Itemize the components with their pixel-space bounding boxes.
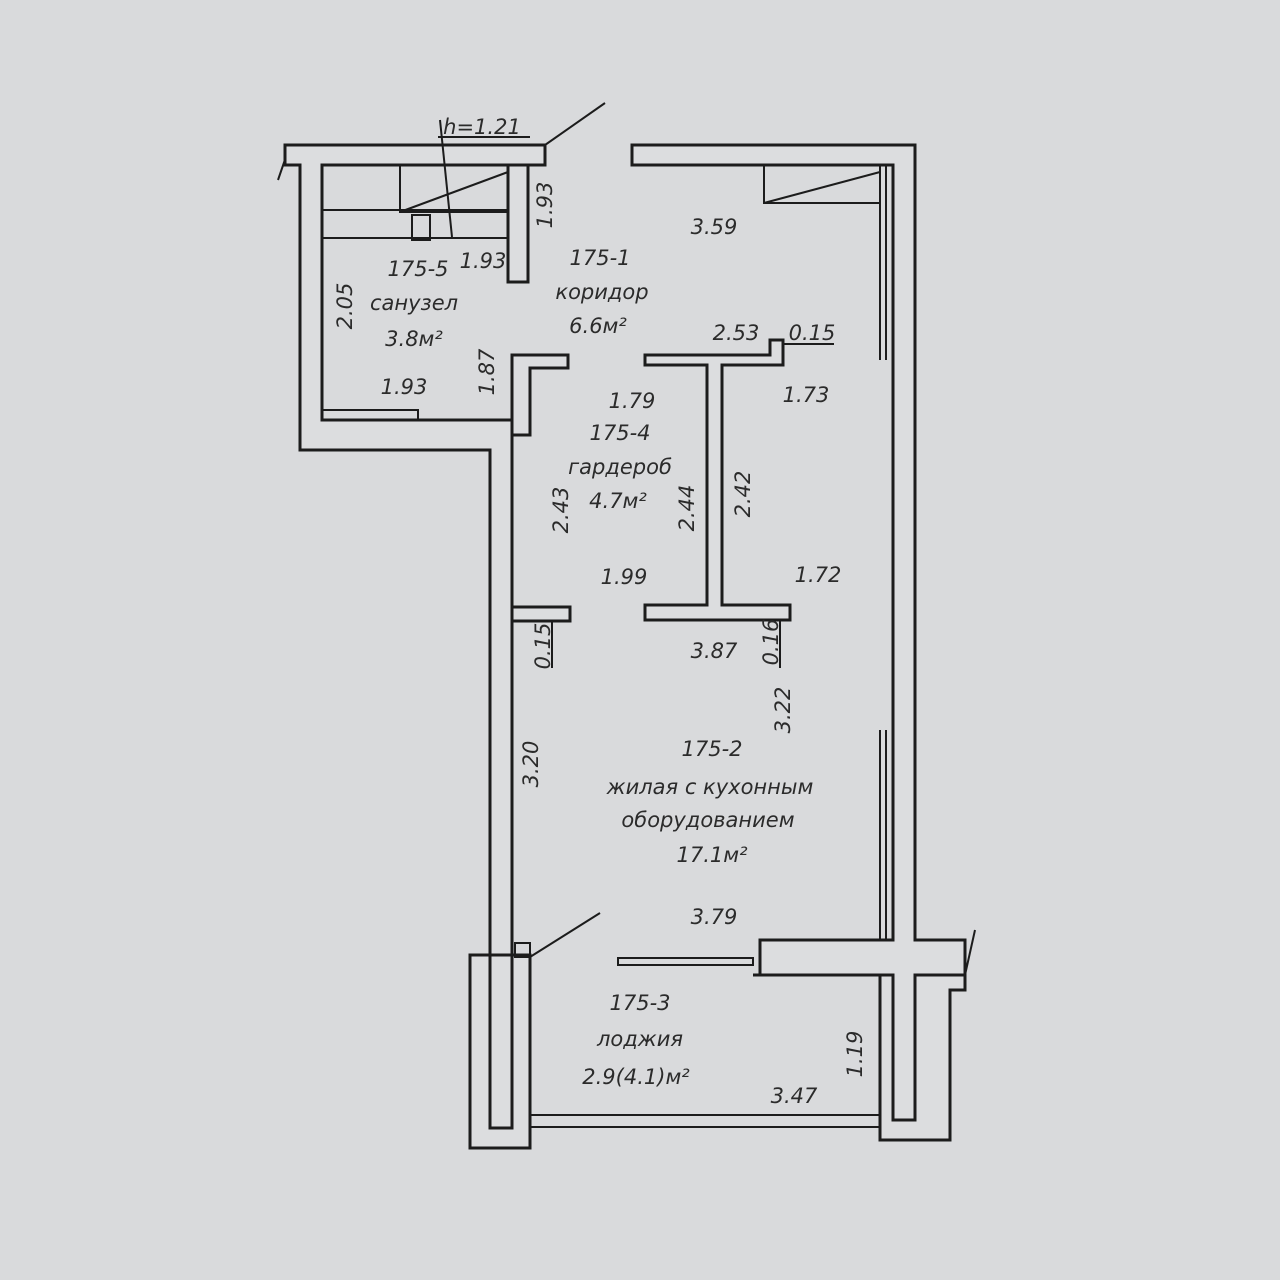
- room-175-3-name: лоджия: [596, 1027, 683, 1051]
- dim-loggia-height: 1.19: [843, 1031, 867, 1078]
- dim-corridor-width: 3.59: [691, 215, 738, 239]
- room-175-2-name-2: оборудованием: [621, 808, 794, 832]
- room-175-1-area: 6.6м²: [569, 314, 627, 338]
- dim-corridor-stub-height: 1.87: [475, 348, 499, 395]
- room-175-2-id: 175-2: [681, 737, 742, 761]
- dim-wardrobe-right-height: 2.44: [675, 485, 699, 532]
- dim-living-left-height: 3.20: [519, 741, 543, 788]
- dim-bath-top-vertical: 1.93: [533, 182, 557, 229]
- room-175-2-area: 17.1м²: [676, 843, 748, 867]
- room-175-3-area: 2.9(4.1)м²: [582, 1065, 690, 1089]
- room-labels: 175-5 санузел 3.8м² 175-1 коридор 6.6м² …: [370, 246, 814, 1089]
- dim-loggia-width: 3.47: [771, 1084, 818, 1108]
- corridor-stub: [510, 353, 570, 437]
- dim-right-niche-bottom: 1.72: [795, 563, 842, 587]
- dim-wall-thickness-top: 0.15: [789, 321, 836, 345]
- room-175-4-area: 4.7м²: [589, 489, 647, 513]
- dim-niche-height: 2.42: [731, 471, 755, 518]
- room-175-2-name-1: жилая с кухонным: [606, 775, 814, 799]
- room-175-5-id: 175-5: [387, 257, 448, 281]
- dim-wardrobe-top: 2.53: [713, 321, 760, 345]
- room-175-5-area: 3.8м²: [385, 327, 443, 351]
- dim-wardrobe-bottom-width: 1.99: [601, 565, 648, 589]
- dim-bath-bottom-width: 1.93: [381, 375, 428, 399]
- room-175-3-id: 175-3: [609, 991, 670, 1015]
- room-175-5-name: санузел: [370, 291, 458, 315]
- walls: [277, 102, 976, 1150]
- dim-living-right-height: 3.22: [771, 687, 795, 734]
- dim-right-niche-width: 1.73: [783, 383, 830, 407]
- dimension-labels: h=1.21 1.93 1.93 2.05 1.93 1.87 3.59 2.5…: [333, 115, 867, 1108]
- dim-shaft-height: h=1.21: [443, 115, 521, 139]
- dim-bath-left-height: 2.05: [333, 283, 357, 330]
- loggia-railing: [529, 1114, 881, 1128]
- dim-living-top-width: 3.87: [691, 639, 738, 663]
- dim-bath-inner-width: 1.93: [460, 249, 507, 273]
- room-175-4-name: гардероб: [568, 455, 672, 479]
- dim-wardrobe-left-height: 2.43: [549, 487, 573, 534]
- left-stub: [510, 605, 572, 623]
- bath-partition: [506, 163, 530, 284]
- room-175-4-id: 175-4: [589, 421, 650, 445]
- dim-living-bottom-width: 3.79: [691, 905, 738, 929]
- dim-wardrobe-width: 1.79: [609, 389, 656, 413]
- wardrobe-partition: [643, 338, 792, 622]
- room-175-1-id: 175-1: [569, 246, 630, 270]
- room-175-1-name: коридор: [555, 280, 648, 304]
